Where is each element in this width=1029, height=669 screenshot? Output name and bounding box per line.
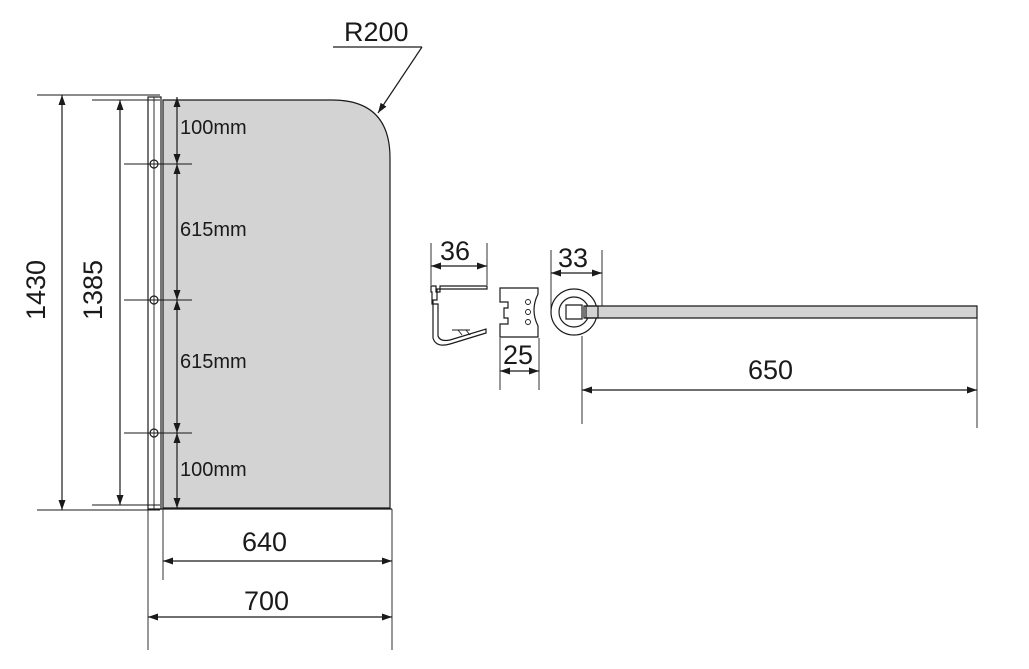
hinge-width-label: 33: [558, 243, 588, 273]
overall-width-label: 700: [244, 586, 289, 616]
block-width-label: 25: [503, 340, 533, 370]
dimension-inner-height: 1385: [78, 99, 160, 506]
wall-profile: [147, 96, 162, 510]
dimension-overall-width: 700: [147, 509, 392, 650]
arm-length-label: 650: [748, 355, 793, 385]
hinge-pin: [565, 304, 583, 320]
segment-mid2-label: 615mm: [180, 351, 247, 373]
segment-mid1-label: 615mm: [180, 219, 247, 241]
block-profile-shape: [499, 287, 539, 338]
inner-height-label: 1385: [78, 260, 108, 320]
dimension-hinge-spacing: 100mm 615mm 615mm 100mm: [124, 97, 247, 508]
clip-profile-detail: 36: [430, 236, 488, 346]
arm-clamp: [583, 305, 599, 319]
support-arm: [585, 305, 978, 319]
radius-callout: R200: [333, 17, 423, 114]
clip-width-label: 36: [440, 236, 470, 266]
dimension-panel-width: 640: [162, 509, 393, 650]
segment-top-label: 100mm: [180, 117, 247, 139]
hinge-arm-detail: 33 650: [550, 243, 978, 428]
segment-bottom-label: 100mm: [180, 459, 247, 481]
block-profile-detail: 25: [499, 287, 540, 390]
clip-profile-shape: [430, 285, 488, 346]
dimension-total-height: 1430: [21, 94, 160, 511]
total-height-label: 1430: [21, 260, 51, 320]
glass-panel-view: [147, 96, 392, 510]
glass-panel: [162, 99, 391, 509]
panel-width-label: 640: [242, 527, 287, 557]
radius-label: R200: [344, 17, 409, 47]
